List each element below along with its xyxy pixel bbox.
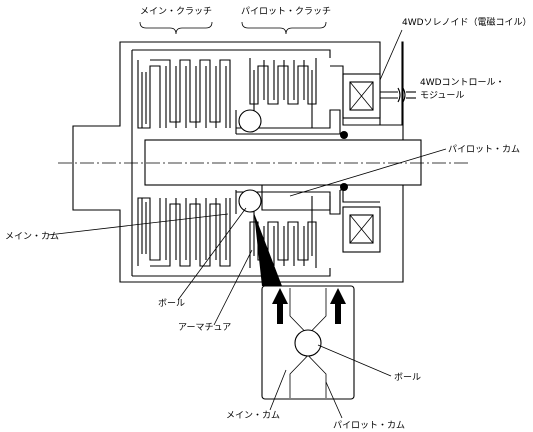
pilot-cam-body — [261, 185, 331, 211]
ball-label: ボール — [158, 298, 185, 309]
control-module-label-line1: 4WDコントロール・ — [420, 78, 505, 88]
detail-ball-leader — [317, 344, 392, 377]
detail-arrow-left — [272, 288, 288, 324]
control-module-label-line2: モジュール — [420, 91, 464, 101]
armature-label: アーマチュア — [178, 322, 231, 333]
cam-detail-view — [261, 285, 355, 400]
main-clutch-plates-bottom — [137, 197, 231, 267]
solenoid-coil-bottom — [342, 206, 381, 253]
detail-main-cam-leader — [269, 369, 287, 411]
coil-core-top — [330, 65, 380, 126]
armature-leader — [213, 249, 253, 326]
housing-inner-profile — [132, 49, 331, 277]
detail-pilot-cam-leader — [325, 381, 343, 419]
bearing-bottom — [340, 183, 348, 191]
cam-ball-bottom — [238, 189, 262, 213]
pilot-cam-label: パイロット・カム — [448, 144, 520, 155]
main-clutch-plates-top — [137, 59, 231, 129]
pilot-clutch-label: パイロット・クラッチ — [241, 6, 331, 17]
main-shaft — [144, 139, 422, 186]
pilot-cam-leader — [289, 148, 447, 197]
coil-core-bottom — [340, 189, 380, 203]
solenoid-coil-top — [342, 73, 381, 119]
main-clutch-bracket — [139, 21, 213, 35]
ball-leader — [177, 207, 247, 301]
detail-ball-label: ボール — [394, 372, 421, 383]
detail-zoom-wedge — [254, 213, 282, 286]
pilot-clutch-plates-top — [236, 58, 341, 135]
cam-ball-top — [238, 109, 262, 133]
solenoid-label: 4WDソレノイド（電磁コイル） — [402, 16, 532, 28]
bearing-top — [340, 131, 348, 139]
detail-main-cam-label: メイン・カム — [226, 410, 280, 421]
main-clutch-label: メイン・クラッチ — [140, 6, 212, 17]
control-module-wiring — [380, 87, 416, 103]
main-cam-leader — [47, 213, 229, 236]
solenoid-leader — [379, 29, 403, 81]
detail-pilot-cam-label: パイロット・カム — [333, 420, 405, 431]
pilot-clutch-bracket — [241, 21, 327, 35]
main-cam-label: メイン・カム — [5, 231, 59, 242]
detail-arrow-right — [330, 288, 346, 324]
